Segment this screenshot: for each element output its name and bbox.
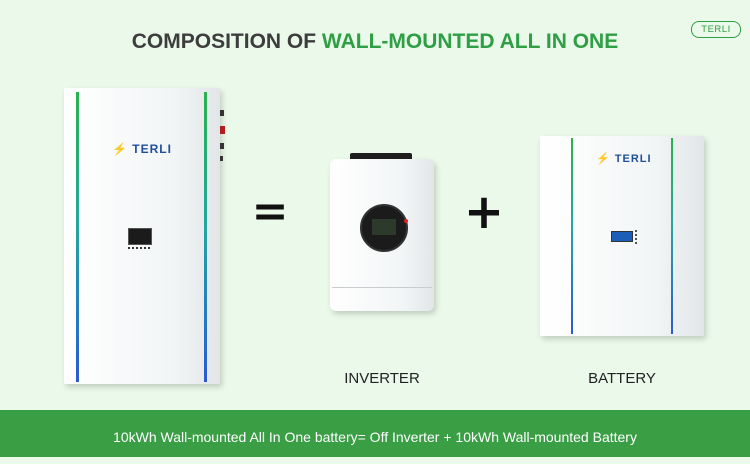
inverter-top-bracket bbox=[350, 153, 412, 161]
equals-sign: = bbox=[251, 186, 289, 237]
side-port-3 bbox=[220, 143, 224, 149]
battery-right-stripe bbox=[671, 138, 673, 334]
battery-display bbox=[611, 231, 633, 242]
battery-logo: ⚡ TERLI bbox=[596, 152, 652, 165]
all-in-one-unit: ⚡ TERLI bbox=[64, 88, 220, 384]
battery-caption: BATTERY bbox=[588, 370, 656, 387]
battery-leds bbox=[635, 230, 640, 244]
footer-banner: 10kWh Wall-mounted All In One battery= O… bbox=[0, 410, 750, 457]
all-in-one-logo: ⚡ TERLI bbox=[112, 142, 172, 156]
left-accent-stripe bbox=[76, 92, 79, 382]
all-in-one-logo-text: TERLI bbox=[132, 142, 172, 156]
battery-left-stripe bbox=[571, 138, 573, 334]
title-prefix: COMPOSITION OF bbox=[131, 30, 322, 53]
battery-logo-icon: ⚡ bbox=[596, 153, 611, 165]
brand-badge: TERLI bbox=[691, 21, 741, 38]
side-port-2 bbox=[220, 126, 225, 134]
inverter-unit bbox=[330, 159, 434, 311]
battery-unit: ⚡ TERLI bbox=[540, 136, 704, 336]
side-port-4 bbox=[220, 156, 223, 161]
battery-logo-text: TERLI bbox=[614, 153, 652, 165]
footer-text: 10kWh Wall-mounted All In One battery= O… bbox=[113, 429, 637, 445]
all-in-one-display bbox=[128, 228, 152, 245]
inverter-display bbox=[360, 204, 408, 252]
inverter-caption: INVERTER bbox=[344, 370, 420, 387]
inverter-lcd bbox=[372, 219, 396, 235]
all-in-one-buttons bbox=[128, 247, 150, 253]
inverter-bottom-seam bbox=[332, 287, 432, 288]
page-title: COMPOSITION OF WALL-MOUNTED ALL IN ONE bbox=[0, 30, 750, 54]
right-accent-stripe bbox=[204, 92, 207, 382]
plus-sign: + bbox=[463, 184, 505, 240]
terli-logo-icon: ⚡ bbox=[112, 142, 128, 156]
inverter-status-led bbox=[404, 219, 408, 223]
side-port-1 bbox=[220, 110, 224, 116]
title-highlight: WALL-MOUNTED ALL IN ONE bbox=[321, 30, 619, 53]
